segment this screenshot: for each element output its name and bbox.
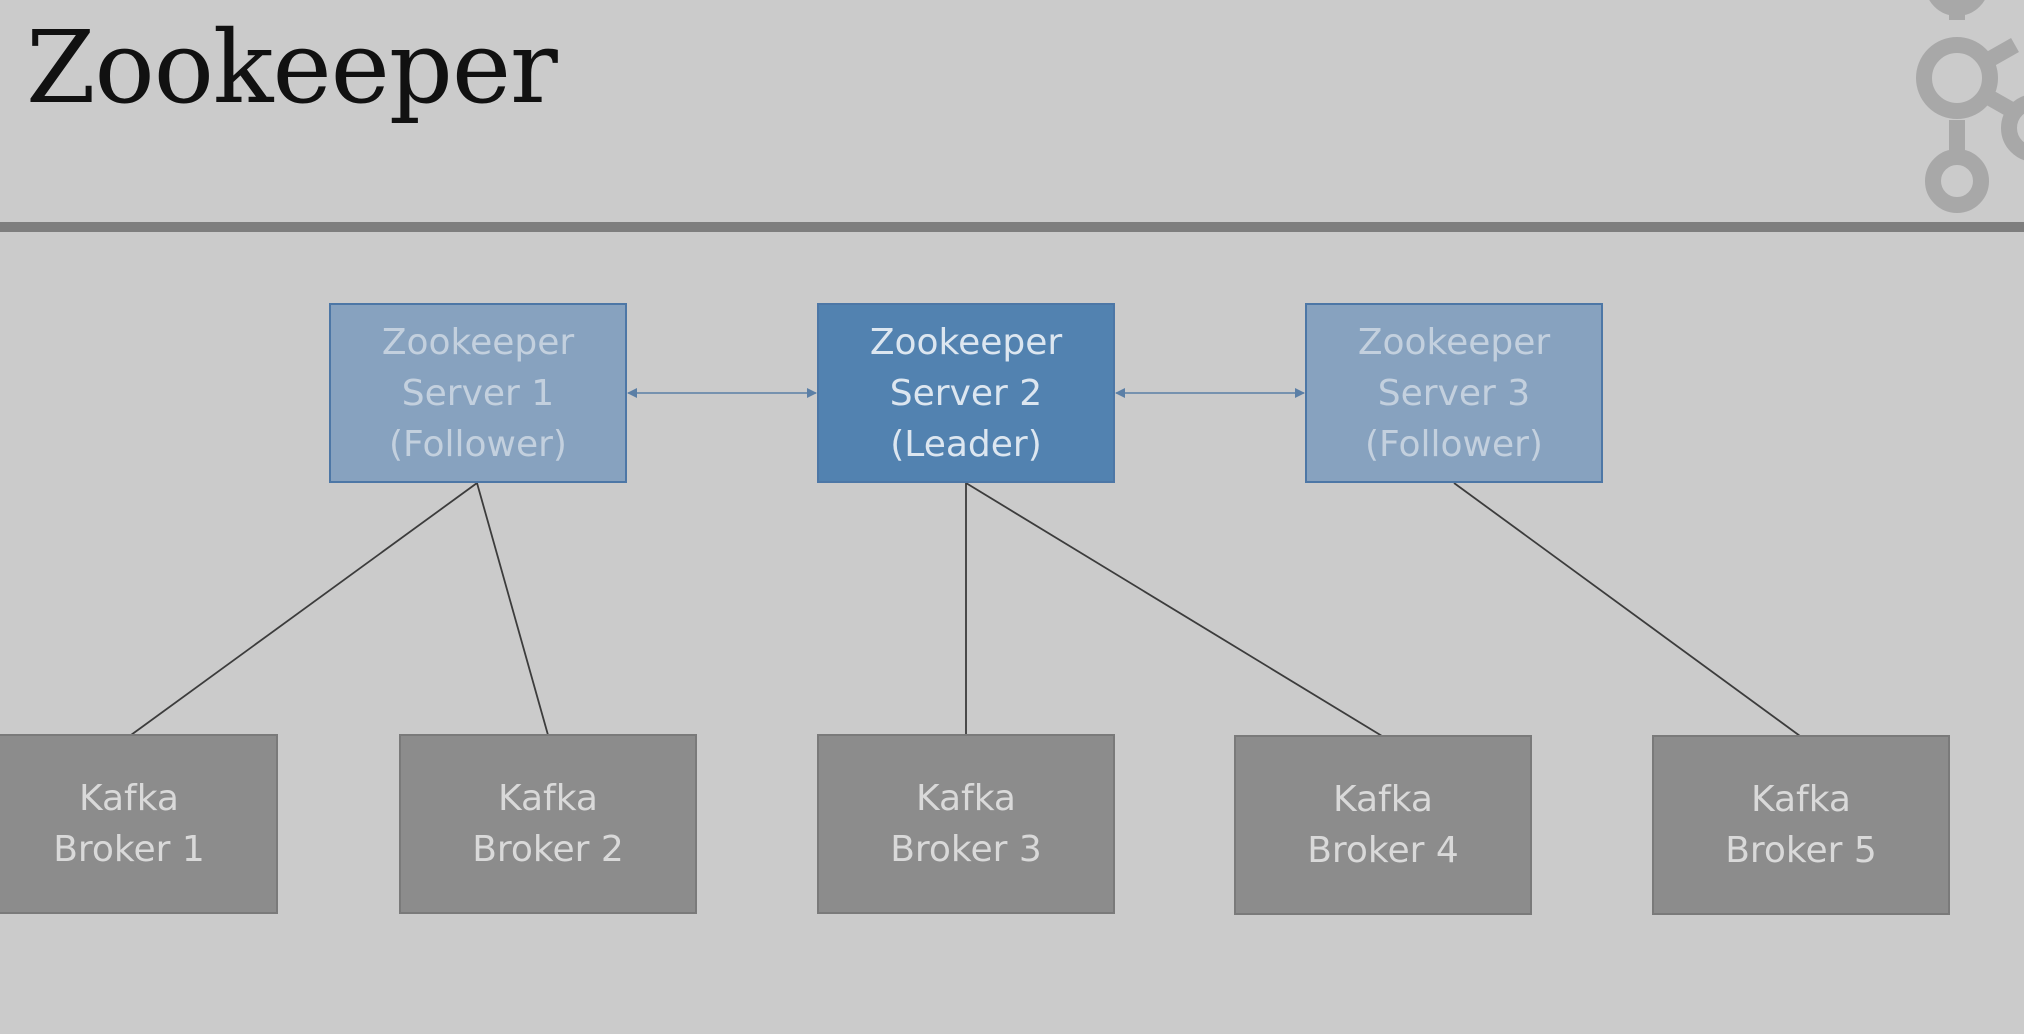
kafka-broker-3-line1: Kafka <box>916 778 1016 819</box>
link-server1-broker1 <box>130 482 478 736</box>
link-server2-broker4 <box>965 482 1383 737</box>
zookeeper-server-3: Zookeeper Server 3 (Follower) <box>1305 303 1603 483</box>
kafka-broker-1-line2: Broker 1 <box>53 829 205 870</box>
zookeeper-server-2: Zookeeper Server 2 (Leader) <box>817 303 1115 483</box>
kafka-broker-2-line1: Kafka <box>498 778 598 819</box>
kafka-broker-3: Kafka Broker 3 <box>817 734 1115 914</box>
kafka-broker-5-line1: Kafka <box>1751 779 1851 820</box>
kafka-broker-2: Kafka Broker 2 <box>399 734 697 914</box>
kafka-broker-4-line1: Kafka <box>1333 779 1433 820</box>
title-divider <box>0 222 2024 232</box>
zookeeper-server-1-line1: Zookeeper <box>381 321 575 363</box>
kafka-logo-icon <box>1916 0 2024 213</box>
zookeeper-server-1: Zookeeper Server 1 (Follower) <box>329 303 627 483</box>
zookeeper-server-1-role: (Follower) <box>389 423 567 465</box>
zookeeper-server-1-line2: Server 1 <box>401 372 555 414</box>
zookeeper-server-2-line2: Server 2 <box>889 372 1043 414</box>
kafka-broker-4-line2: Broker 4 <box>1307 830 1459 871</box>
kafka-broker-5: Kafka Broker 5 <box>1652 735 1950 915</box>
zookeeper-server-2-role: (Leader) <box>890 423 1042 465</box>
kafka-broker-4: Kafka Broker 4 <box>1234 735 1532 915</box>
slide-title: Zookeeper <box>26 9 558 126</box>
zookeeper-server-3-line2: Server 3 <box>1377 372 1531 414</box>
link-server1-broker2 <box>476 482 549 736</box>
zookeeper-server-3-role: (Follower) <box>1365 423 1543 465</box>
link-server3-broker5 <box>1453 482 1801 737</box>
zookeeper-server-3-line1: Zookeeper <box>1357 321 1551 363</box>
zookeeper-server-2-line1: Zookeeper <box>869 321 1063 363</box>
kafka-broker-1-line1: Kafka <box>79 778 179 819</box>
kafka-broker-3-line2: Broker 3 <box>890 829 1042 870</box>
kafka-broker-2-line2: Broker 2 <box>472 829 624 870</box>
kafka-broker-5-line2: Broker 5 <box>1725 830 1877 871</box>
kafka-broker-1: Kafka Broker 1 <box>0 734 278 914</box>
